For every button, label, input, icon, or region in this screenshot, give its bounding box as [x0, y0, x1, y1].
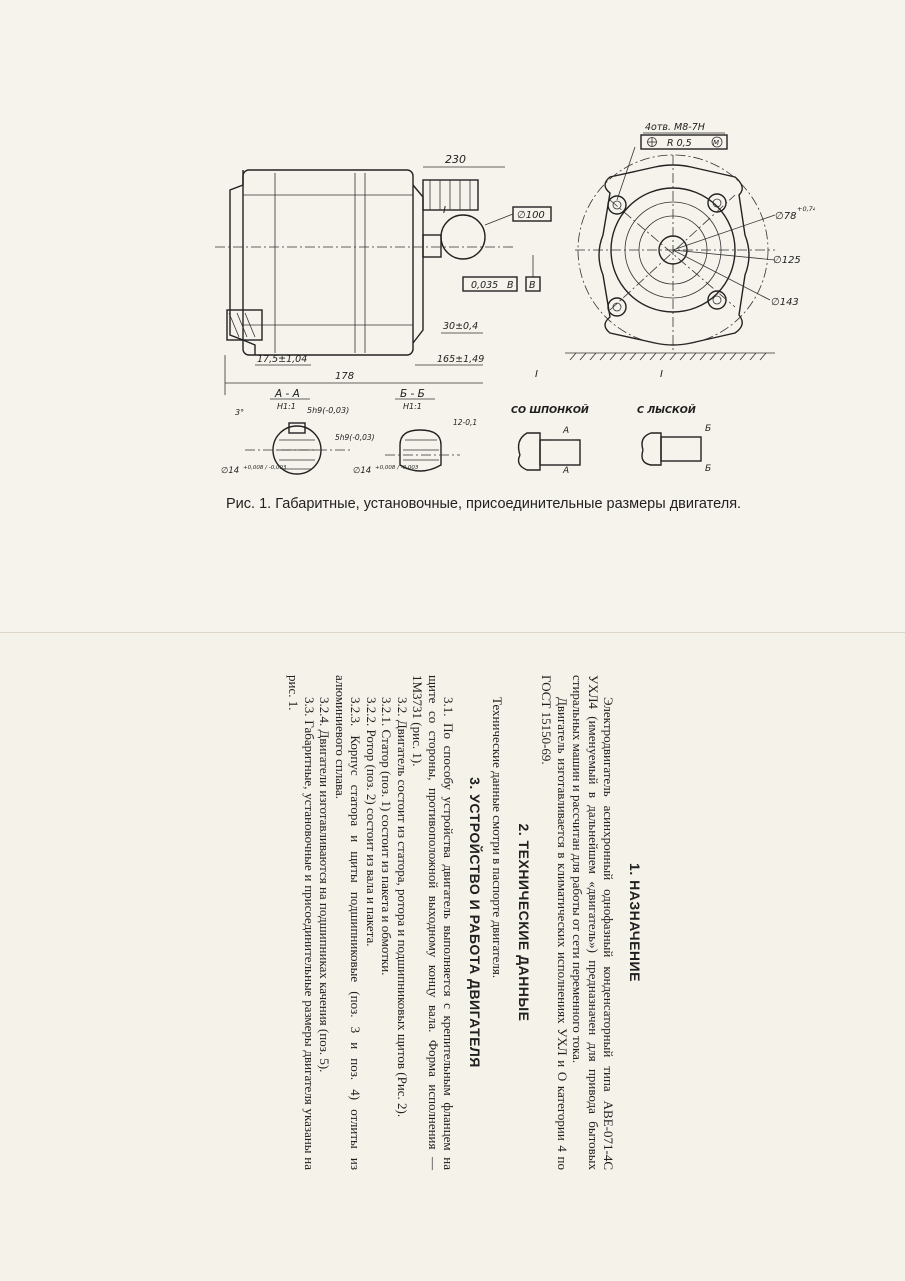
dim-178: 178	[335, 371, 354, 382]
motor-dimension-drawing: 230 ∅100 0,035 В В I 30±0,4 17,5±1,04 16…	[215, 122, 815, 476]
upper-page	[0, 0, 905, 632]
dim-30: 30±0,4	[443, 321, 478, 332]
shaft-variant-key: I СО ШПОНКОЙ А А	[511, 369, 589, 476]
dimension-lines: 230 ∅100 0,035 В В I 30±0,4 17,5±1,04 16…	[224, 153, 552, 395]
section-3-paragraph-2: 3.2. Двигатель состоит из статора, ротор…	[395, 697, 410, 1118]
dim-d143: ∅143	[771, 297, 799, 308]
section-bb-diam: ∅14	[353, 466, 371, 476]
section-bb-key: 5h9(-0,03)	[335, 433, 375, 442]
lower-page	[0, 632, 905, 1281]
section-2: 2. ТЕХНИЧЕСКИЕ ДАННЫЕ Технические данные…	[490, 675, 533, 1170]
dim-tolerance: R 0,5	[667, 138, 692, 149]
section-3-paragraph-7: 3.3. Габаритные, установочные и присоеди…	[286, 675, 318, 1170]
section-3-paragraph-3: 3.2.1. Статор (поз. 1) состоит из пакета…	[379, 697, 395, 976]
variant-flat-mark-b-bottom: Б	[705, 464, 711, 474]
variant-flat-mark-b-top: Б	[705, 424, 711, 434]
section-3-paragraph-5: 3.2.3. Корпус статора и щиты подшипников…	[333, 675, 364, 1170]
variant-key-label: СО ШПОНКОЙ	[511, 404, 589, 416]
dim-d125: ∅125	[773, 255, 801, 266]
section-a-a: А - А H1:1 5h9(-0,03) 3° ∅14 +0,008 / -0…	[221, 388, 350, 476]
motor-front-view: 4отв. М8-7Н R 0,5 M ∅78 +0,74 ∅125 ∅143	[565, 122, 815, 361]
section-mark-i-3: I	[660, 369, 663, 380]
section-1-heading: 1. НАЗНАЧЕНИЕ	[627, 863, 643, 982]
section-1-paragraph-1: Электродвигатель асинхронный однофазный …	[570, 675, 617, 1170]
section-1: 1. НАЗНАЧЕНИЕ Электродвигатель асинхронн…	[539, 675, 644, 1170]
datum-b: В	[529, 280, 536, 291]
section-aa-title: А - А	[274, 388, 300, 400]
section-bb-height: 12-0,1	[453, 418, 477, 427]
dim-runout-ref: В	[507, 280, 514, 291]
section-3-paragraph-6: 3.2.4. Двигатели изготавливаются на подш…	[317, 697, 333, 1073]
section-b-b: Б - Б H1:1 12-0,1 5h9(-0,03) ∅14 +0,008 …	[335, 388, 477, 476]
tol-m: M	[713, 139, 719, 147]
section-aa-angle: 3°	[235, 408, 244, 417]
section-3-paragraph-4: 3.2.2. Ротор (поз. 2) состоит из вала и …	[364, 697, 379, 947]
section-aa-diam-tol: +0,008 / -0,003	[243, 465, 287, 471]
section-aa-diam: ∅14	[221, 466, 239, 476]
section-bb-fit: H1:1	[403, 402, 422, 411]
dim-d78: ∅78	[775, 211, 796, 222]
dim-runout: 0,035	[471, 280, 498, 291]
dim-d100: ∅100	[517, 210, 545, 221]
variant-flat-label: С ЛЫСКОЙ	[637, 404, 696, 416]
figure-caption: Рис. 1. Габаритные, установочные, присое…	[226, 496, 742, 512]
rotated-text-block: 1. НАЗНАЧЕНИЕ Электродвигатель асинхронн…	[90, 675, 650, 1170]
variant-key-mark-a-top: А	[562, 426, 569, 436]
motor-side-view	[215, 169, 515, 356]
dim-165: 165±1,49	[437, 354, 484, 365]
section-3-heading: 3. УСТРОЙСТВО И РАБОТА ДВИГАТЕЛЯ	[467, 777, 483, 1068]
section-aa-key: 5h9(-0,03)	[307, 406, 349, 415]
section-bb-diam-tol: +0,008 / -0,003	[375, 465, 419, 471]
shaft-variant-flat: I С ЛЫСКОЙ Б Б	[637, 369, 711, 474]
section-2-heading: 2. ТЕХНИЧЕСКИЕ ДАННЫЕ	[516, 823, 532, 1022]
dim-d78-tol: +0,74	[797, 205, 815, 213]
rotated-text-area: 1. НАЗНАЧЕНИЕ Электродвигатель асинхронн…	[90, 675, 650, 1170]
section-bb-title: Б - Б	[400, 388, 425, 400]
dim-17-5: 17,5±1,04	[257, 354, 307, 365]
section-aa-fit: H1:1	[277, 402, 296, 411]
section-mark-i-2: I	[535, 369, 538, 380]
dim-230: 230	[445, 153, 466, 166]
section-3: 3. УСТРОЙСТВО И РАБОТА ДВИГАТЕЛЯ 3.1. По…	[286, 675, 484, 1170]
section-mark-i: I	[443, 205, 446, 216]
section-1-paragraph-2: Двигатель изготавливается в климатически…	[539, 675, 571, 1170]
variant-key-mark-a-bottom: А	[562, 466, 569, 476]
dim-holes: 4отв. М8-7Н	[645, 122, 705, 133]
section-3-paragraph-1: 3.1. По способу устройства двигатель вып…	[410, 675, 457, 1170]
section-2-paragraph-1: Технические данные смотри в паспорте дви…	[490, 697, 506, 979]
